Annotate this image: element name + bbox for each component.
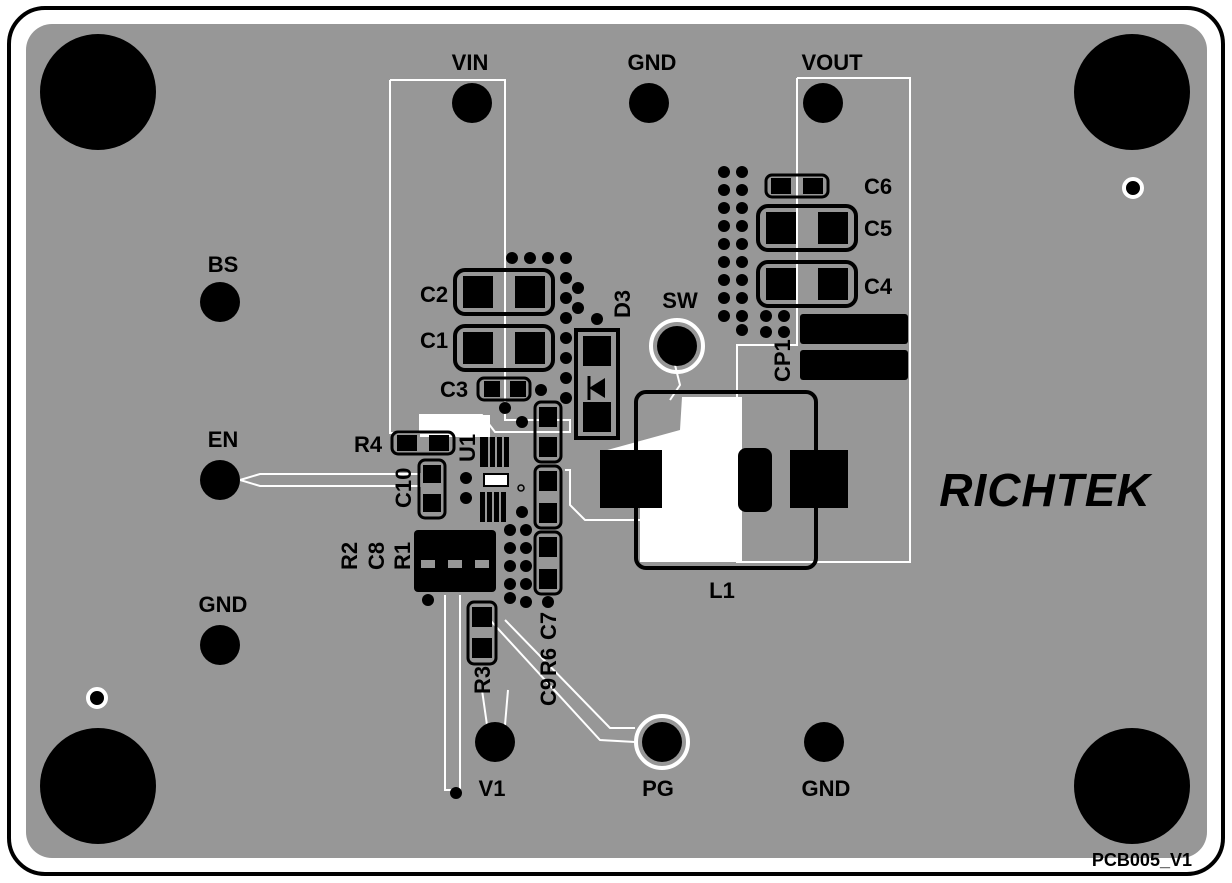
l1-pad-right [790, 450, 848, 508]
label-c10: C10 [391, 468, 416, 508]
tp-pg[interactable] [642, 722, 682, 762]
tp-gnd-left[interactable] [200, 625, 240, 665]
component-strip-c7-c9-r6 [533, 400, 563, 608]
label-vout: VOUT [801, 50, 863, 75]
capacitor-c1 [453, 324, 555, 372]
resistor-r4 [390, 430, 456, 456]
u1-copper-pour [420, 415, 490, 437]
board-id: PCB005_V1 [1092, 850, 1192, 870]
label-gnd-bottom: GND [802, 776, 851, 801]
label-u1: U1 [455, 434, 480, 462]
tp-v1[interactable] [475, 722, 515, 762]
label-gnd-top: GND [628, 50, 677, 75]
label-bs: BS [208, 252, 239, 277]
label-c2: C2 [420, 282, 448, 307]
label-sw: SW [662, 288, 698, 313]
mounting-hole-bottom-right [1074, 728, 1190, 844]
tp-gnd-top[interactable] [629, 83, 669, 123]
tp-en[interactable] [200, 460, 240, 500]
label-cp1: CP1 [770, 339, 795, 382]
fiducial-left [86, 687, 108, 709]
cp1-pad-top [800, 314, 908, 344]
mounting-hole-bottom-left [40, 728, 156, 844]
silkscreen-labels: VIN GND VOUT BS EN GND V1 PG GND SW C2 C… [199, 50, 1192, 870]
label-v1: V1 [479, 776, 506, 801]
label-vin: VIN [452, 50, 489, 75]
capacitor-c4 [756, 260, 858, 308]
label-r4: R4 [354, 432, 383, 457]
label-en: EN [208, 427, 239, 452]
resistor-array-r1-r2-c8 [414, 530, 496, 606]
tp-sw-ring [649, 318, 705, 374]
cp1-pad-bottom [800, 350, 908, 380]
label-c9: C9 [536, 678, 561, 706]
test-points [200, 83, 844, 770]
label-c4: C4 [864, 274, 893, 299]
label-c8: C8 [364, 542, 389, 570]
label-r6: R6 [536, 648, 561, 676]
label-c1: C1 [420, 328, 448, 353]
label-d3: D3 [610, 290, 635, 318]
l1-pad-left [600, 450, 662, 508]
label-r2: R2 [337, 542, 362, 570]
tp-gnd-bottom[interactable] [804, 722, 844, 762]
label-l1: L1 [709, 578, 735, 603]
label-r3: R3 [470, 666, 495, 694]
label-c7: C7 [536, 612, 561, 640]
label-c6: C6 [864, 174, 892, 199]
tp-vin[interactable] [452, 83, 492, 123]
tp-bs[interactable] [200, 282, 240, 322]
ic-u1 [480, 437, 525, 522]
mounting-hole-top-right [1074, 34, 1190, 150]
board-substrate [26, 24, 1207, 858]
l1-copper-pour [600, 397, 742, 562]
richtek-logo: RICHTEK [939, 464, 1152, 516]
label-c3: C3 [440, 377, 468, 402]
mounting-hole-top-left [40, 34, 156, 150]
capacitor-c5 [756, 204, 858, 252]
label-c5: C5 [864, 216, 892, 241]
capacitor-c2 [453, 268, 555, 316]
vias [450, 166, 790, 799]
label-pg: PG [642, 776, 674, 801]
fiducial-right [1122, 177, 1144, 199]
tp-vout[interactable] [803, 83, 843, 123]
tp-pg-ring [634, 714, 690, 770]
label-gnd-left: GND [199, 592, 248, 617]
tp-sw[interactable] [657, 326, 697, 366]
diode-d3 [574, 313, 620, 440]
resistor-r3 [466, 600, 498, 666]
l1-pad-mid [738, 448, 772, 512]
capacitor-c3 [476, 376, 532, 402]
capacitor-c6 [764, 173, 830, 199]
capacitor-c10 [417, 458, 447, 520]
label-r1: R1 [390, 542, 415, 570]
